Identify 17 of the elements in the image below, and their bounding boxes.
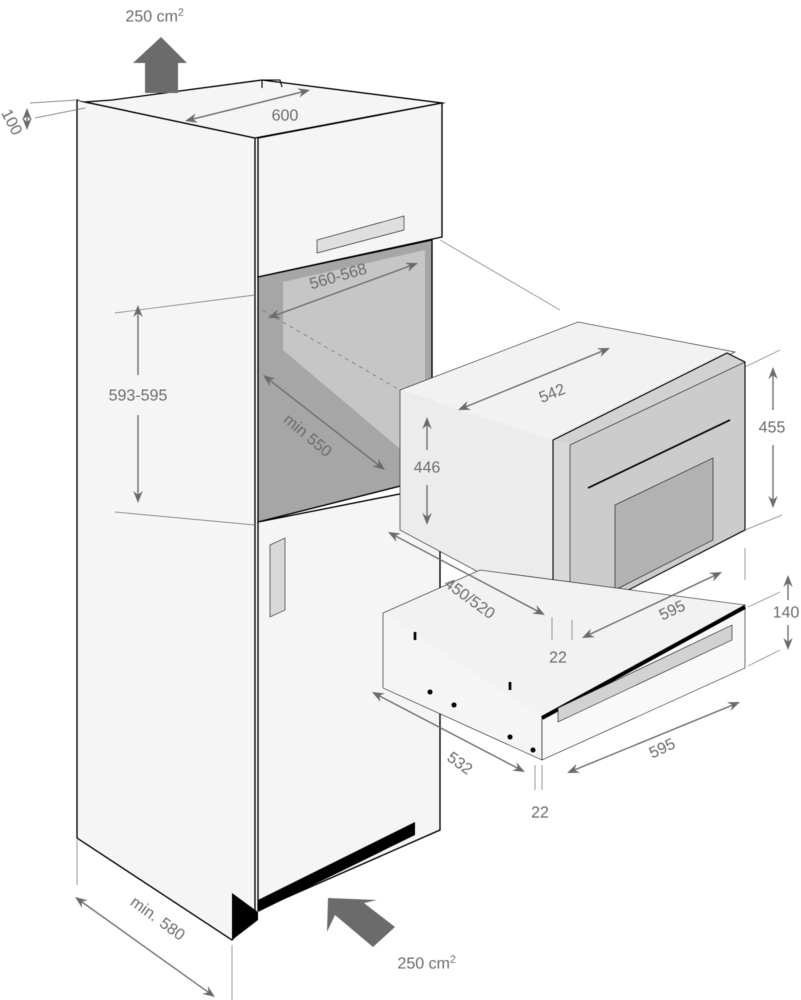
dimension-label: 542	[538, 384, 566, 402]
dimension-label: 600	[272, 109, 298, 121]
dimension-label: 593-595	[109, 389, 167, 401]
dimension-label: 100	[1, 110, 22, 134]
dimension-label: 532	[448, 752, 472, 775]
dimension-label: 140	[774, 606, 799, 618]
vent-area-label: 250 cm$^{2}$	[126, 8, 184, 22]
dimension-label: min 550	[283, 415, 332, 456]
dimension-label: 595	[648, 738, 675, 758]
dimension-label: 22	[532, 806, 548, 818]
dimension-label: 455	[759, 421, 785, 433]
dimension-label: 22	[550, 651, 566, 663]
dimension-label: 595	[658, 600, 685, 620]
dimension-label: min. 580	[130, 898, 184, 940]
dimension-label: 560-568	[310, 264, 366, 289]
dimension-label: 446	[414, 461, 440, 473]
vent-area-label: 250 cm$^{2}$	[398, 955, 456, 969]
